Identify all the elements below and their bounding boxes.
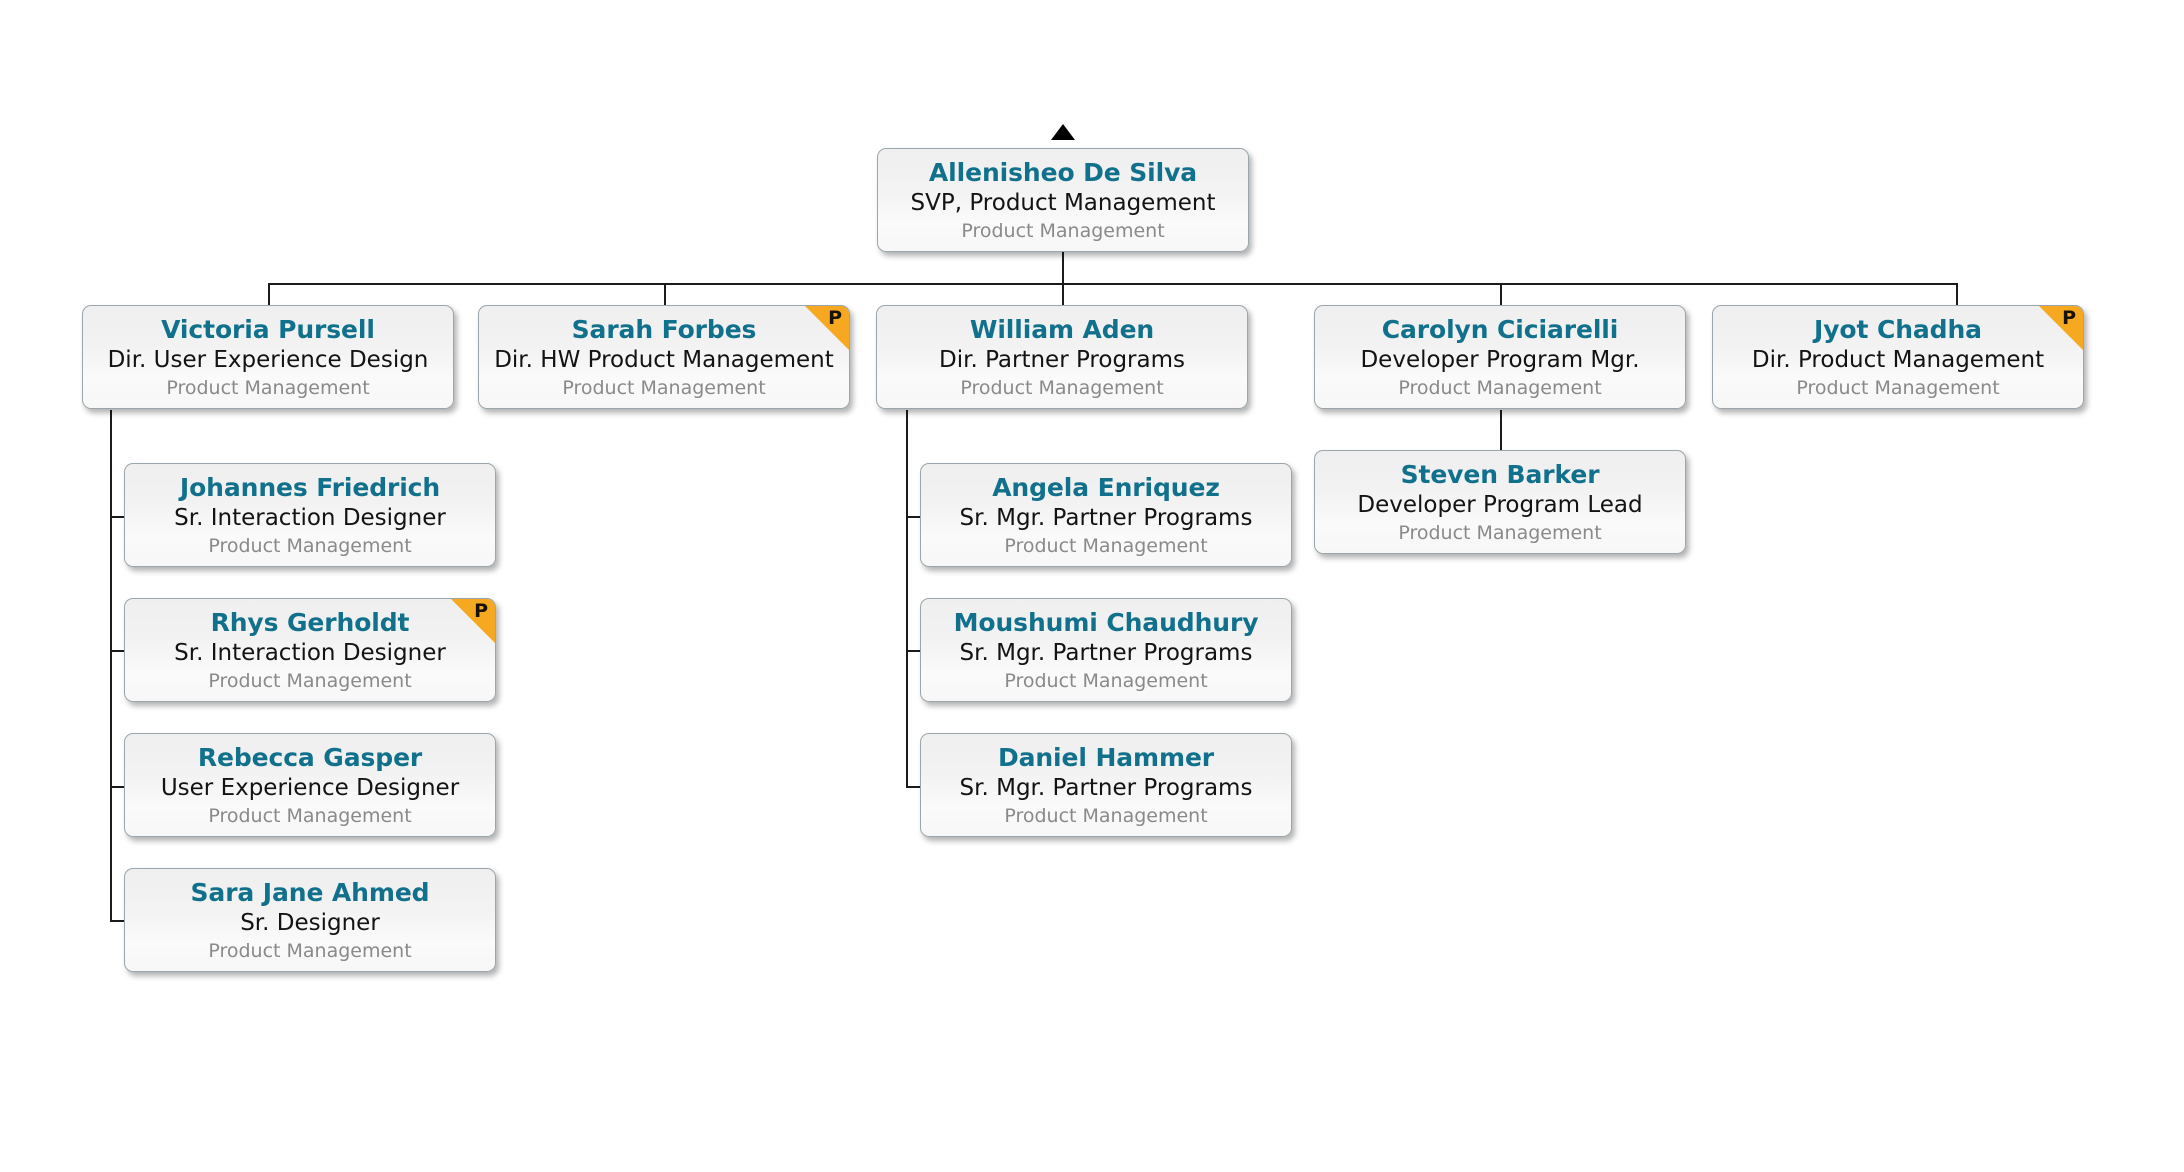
connector-stub-rebecca bbox=[110, 786, 124, 788]
connector-stub-johannes bbox=[110, 516, 124, 518]
org-node-johannes-friedrich[interactable]: Johannes Friedrich Sr. Interaction Desig… bbox=[124, 463, 496, 567]
node-title: Dir. HW Product Management bbox=[494, 346, 834, 373]
connector-drop-sarah bbox=[664, 283, 666, 305]
org-node-rhys-gerholdt[interactable]: P Rhys Gerholdt Sr. Interaction Designer… bbox=[124, 598, 496, 702]
node-title: Sr. Mgr. Partner Programs bbox=[959, 639, 1253, 666]
org-node-rebecca-gasper[interactable]: Rebecca Gasper User Experience Designer … bbox=[124, 733, 496, 837]
connector-spine-william bbox=[906, 410, 908, 786]
node-title: Dir. User Experience Design bbox=[107, 346, 429, 373]
connector-stub-rhys bbox=[110, 650, 124, 652]
node-name: Allenisheo De Silva bbox=[928, 157, 1198, 187]
connector-root-stem bbox=[1062, 252, 1064, 284]
node-department: Product Management bbox=[960, 376, 1164, 399]
node-name: Angela Enriquez bbox=[992, 472, 1220, 502]
node-name: Steven Barker bbox=[1400, 459, 1600, 489]
collapse-triangle-icon[interactable] bbox=[1051, 124, 1075, 140]
org-node-sarah-forbes[interactable]: P Sarah Forbes Dir. HW Product Managemen… bbox=[478, 305, 850, 409]
promotion-flag-icon bbox=[2039, 306, 2083, 350]
promotion-flag-label: P bbox=[474, 600, 488, 622]
node-name: William Aden bbox=[969, 314, 1155, 344]
node-title: Dir. Partner Programs bbox=[939, 346, 1185, 373]
node-department: Product Management bbox=[208, 939, 412, 962]
node-name: Rhys Gerholdt bbox=[210, 607, 410, 637]
promotion-flag-icon bbox=[451, 599, 495, 643]
node-department: Product Management bbox=[1398, 376, 1602, 399]
org-node-sara-jane-ahmed[interactable]: Sara Jane Ahmed Sr. Designer Product Man… bbox=[124, 868, 496, 972]
node-name: Daniel Hammer bbox=[997, 742, 1215, 772]
node-title: Sr. Interaction Designer bbox=[174, 504, 446, 531]
connector-stub-sara bbox=[110, 920, 124, 922]
org-node-jyot-chadha[interactable]: P Jyot Chadha Dir. Product Management Pr… bbox=[1712, 305, 2084, 409]
node-title: Developer Program Mgr. bbox=[1360, 346, 1640, 373]
promotion-flag-icon bbox=[805, 306, 849, 350]
node-department: Product Management bbox=[562, 376, 766, 399]
node-name: Rebecca Gasper bbox=[197, 742, 423, 772]
connector-drop-steven bbox=[1500, 410, 1502, 450]
node-name: Jyot Chadha bbox=[1814, 314, 1982, 344]
connector-stub-daniel bbox=[906, 786, 920, 788]
node-name: Sarah Forbes bbox=[571, 314, 757, 344]
node-title: Sr. Designer bbox=[240, 909, 380, 936]
node-title: Sr. Mgr. Partner Programs bbox=[959, 504, 1253, 531]
node-title: User Experience Designer bbox=[160, 774, 460, 801]
node-department: Product Management bbox=[1004, 534, 1208, 557]
node-name: Moushumi Chaudhury bbox=[953, 607, 1259, 637]
node-department: Product Management bbox=[961, 219, 1165, 242]
node-title: Developer Program Lead bbox=[1357, 491, 1643, 518]
node-department: Product Management bbox=[208, 534, 412, 557]
org-node-carolyn-ciciarelli[interactable]: Carolyn Ciciarelli Developer Program Mgr… bbox=[1314, 305, 1686, 409]
node-name: Carolyn Ciciarelli bbox=[1381, 314, 1619, 344]
org-node-william-aden[interactable]: William Aden Dir. Partner Programs Produ… bbox=[876, 305, 1248, 409]
promotion-flag-label: P bbox=[828, 307, 842, 329]
connector-level1-bus bbox=[268, 283, 1956, 285]
node-department: Product Management bbox=[1004, 804, 1208, 827]
org-node-steven-barker[interactable]: Steven Barker Developer Program Lead Pro… bbox=[1314, 450, 1686, 554]
node-title: Sr. Mgr. Partner Programs bbox=[959, 774, 1253, 801]
connector-spine-victoria bbox=[110, 410, 112, 922]
org-node-victoria-pursell[interactable]: Victoria Pursell Dir. User Experience De… bbox=[82, 305, 454, 409]
org-node-daniel-hammer[interactable]: Daniel Hammer Sr. Mgr. Partner Programs … bbox=[920, 733, 1292, 837]
org-node-moushumi-chaudhury[interactable]: Moushumi Chaudhury Sr. Mgr. Partner Prog… bbox=[920, 598, 1292, 702]
org-node-angela-enriquez[interactable]: Angela Enriquez Sr. Mgr. Partner Program… bbox=[920, 463, 1292, 567]
connector-drop-william bbox=[1062, 283, 1064, 305]
node-department: Product Management bbox=[1796, 376, 2000, 399]
connector-drop-jyot bbox=[1956, 283, 1958, 305]
node-title: SVP, Product Management bbox=[910, 189, 1216, 216]
node-name: Sara Jane Ahmed bbox=[190, 877, 430, 907]
node-name: Johannes Friedrich bbox=[179, 472, 441, 502]
node-department: Product Management bbox=[166, 376, 370, 399]
node-name: Victoria Pursell bbox=[161, 314, 375, 344]
org-node-allenisheo-de-silva[interactable]: Allenisheo De Silva SVP, Product Managem… bbox=[877, 148, 1249, 252]
connector-drop-victoria bbox=[268, 283, 270, 305]
promotion-flag-label: P bbox=[2062, 307, 2076, 329]
node-department: Product Management bbox=[208, 669, 412, 692]
node-department: Product Management bbox=[1004, 669, 1208, 692]
node-department: Product Management bbox=[208, 804, 412, 827]
connector-drop-carolyn bbox=[1500, 283, 1502, 305]
connector-stub-angela bbox=[906, 516, 920, 518]
connector-stub-moushumi bbox=[906, 650, 920, 652]
node-title: Dir. Product Management bbox=[1751, 346, 2045, 373]
node-department: Product Management bbox=[1398, 521, 1602, 544]
node-title: Sr. Interaction Designer bbox=[174, 639, 446, 666]
